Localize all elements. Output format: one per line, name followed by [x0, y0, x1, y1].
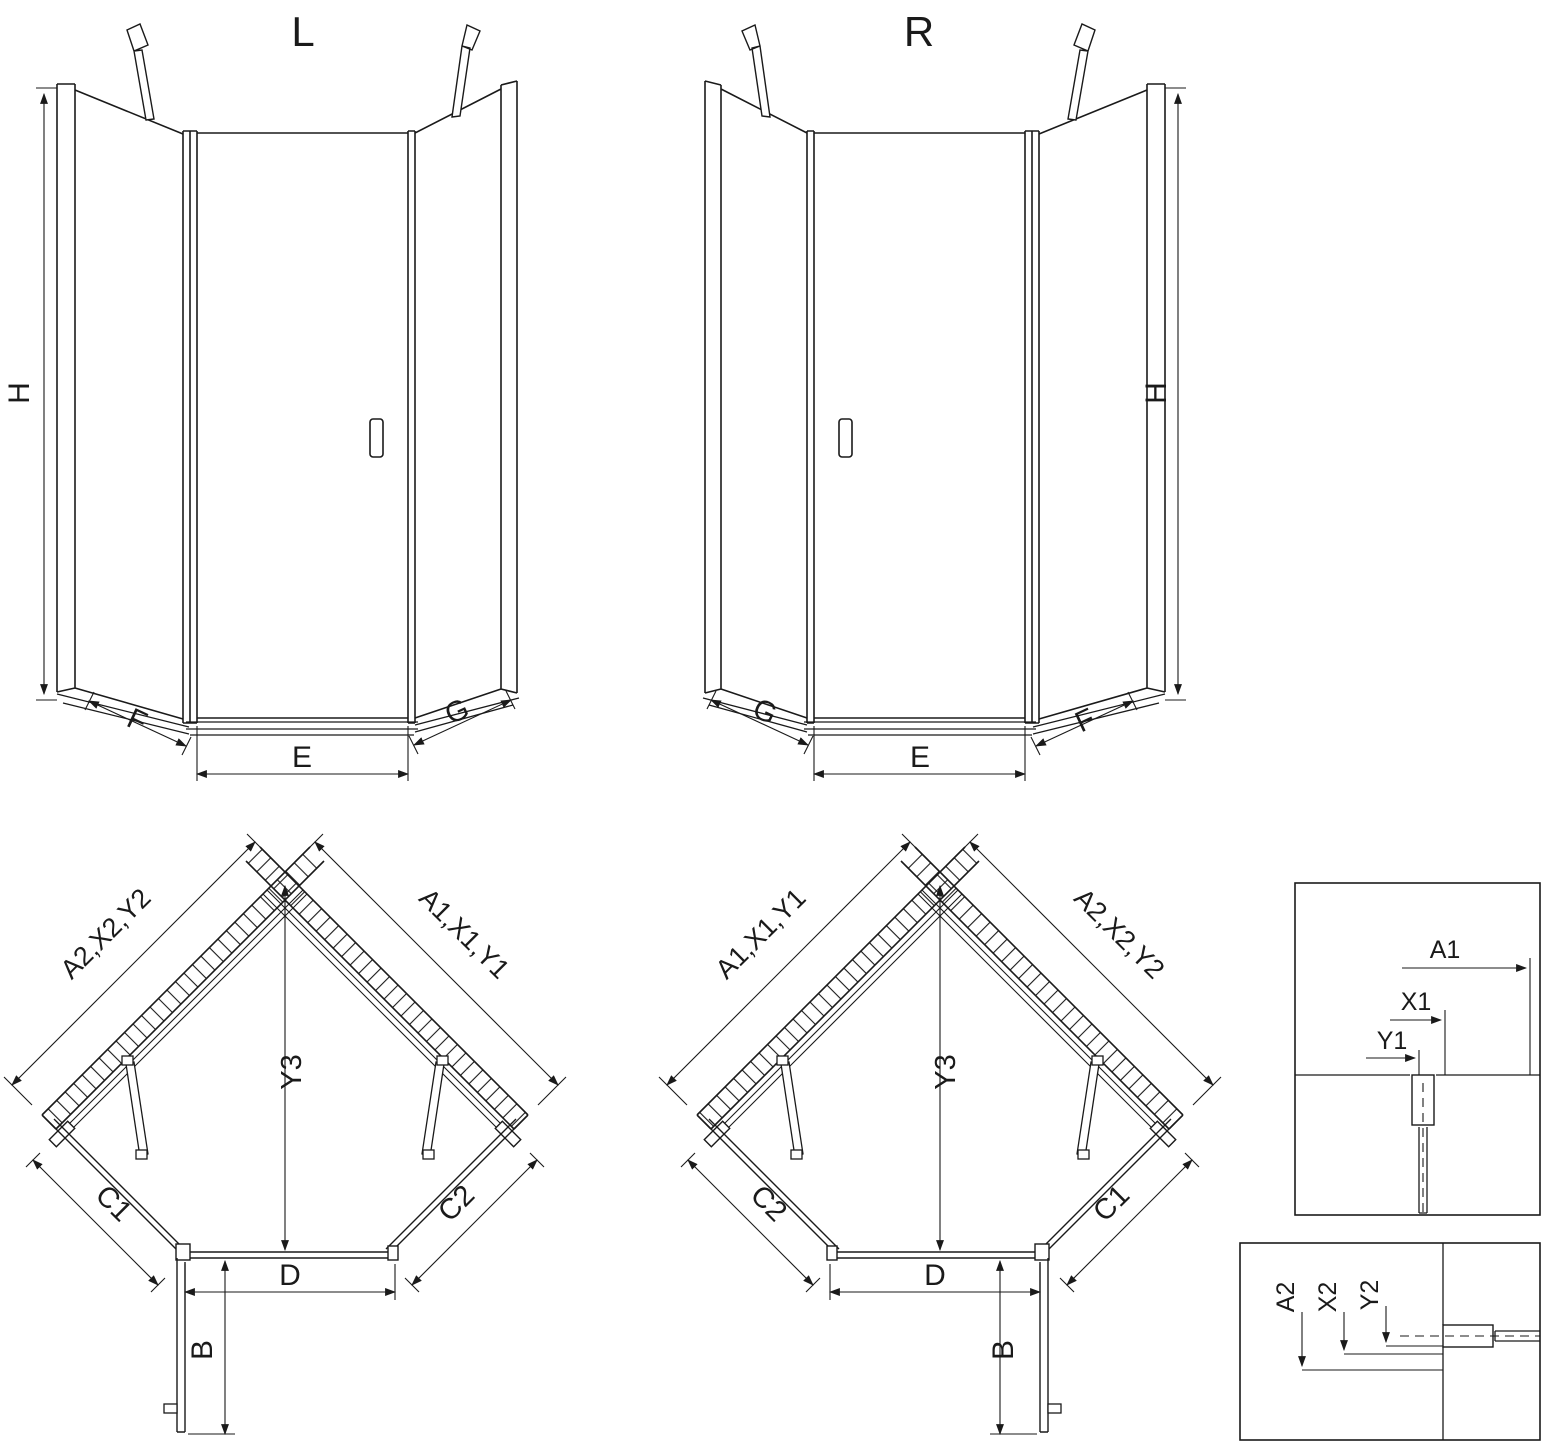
label-e-right: E [910, 741, 930, 774]
label-f-left: F [122, 703, 152, 739]
label-depth-planR: Y3 [930, 1054, 962, 1089]
label-height-right: H [1140, 382, 1173, 404]
label-wall-right-planR: A2,X2,Y2 [1068, 883, 1170, 985]
detail-box-bottom [1239, 1242, 1541, 1441]
label-e-left: E [292, 741, 312, 774]
label-c2-planL: C2 [432, 1179, 481, 1228]
label-g-left: G [440, 693, 474, 732]
label-c1-planR: C1 [1087, 1179, 1136, 1228]
label-f-right: F [1070, 703, 1100, 739]
title-elevation-right: R [904, 8, 934, 55]
label-b-planL: B [186, 1340, 219, 1360]
label-x1-detail: X1 [1401, 988, 1432, 1016]
detail-box-top [1294, 882, 1541, 1216]
label-wall-left-planL: A2,X2,Y2 [55, 883, 157, 985]
label-wall-right-planL: A1,X1,Y1 [413, 883, 515, 985]
detail-top-ticks [1418, 958, 1531, 1075]
elevation-left-geometry [36, 24, 519, 781]
label-x2-detail: X2 [1314, 1282, 1342, 1313]
label-g-right: G [748, 693, 782, 732]
label-a1-detail: A1 [1430, 936, 1461, 964]
label-d-planR: D [924, 1259, 946, 1292]
label-height-left: H [3, 382, 36, 404]
detail-top-border [1294, 882, 1541, 1216]
label-c1-planL: C1 [89, 1179, 138, 1228]
label-y2-detail: Y2 [1356, 1280, 1384, 1311]
label-depth-planL: Y3 [276, 1054, 308, 1089]
detail-bottom-glass-lines [1494, 1330, 1540, 1342]
labels-layer: L H F E G R G E F H A2,X2,Y2 A1,X1,Y1 Y3… [3, 8, 1460, 1360]
label-y1-detail: Y1 [1377, 1027, 1408, 1055]
plan-right-geometry [659, 834, 1221, 1434]
label-d-planL: D [279, 1259, 301, 1292]
plan-left-geometry [4, 834, 566, 1434]
label-wall-left-planR: A1,X1,Y1 [710, 883, 812, 985]
elevation-right-geometry [703, 24, 1186, 781]
label-c2-planR: C2 [744, 1179, 793, 1228]
title-elevation-left: L [291, 8, 314, 55]
detail-top-glass-lines [1418, 1127, 1428, 1214]
label-a2-detail: A2 [1272, 1282, 1300, 1313]
label-b-planR: B [987, 1340, 1020, 1360]
detail-bottom-ticks [1302, 1345, 1443, 1371]
